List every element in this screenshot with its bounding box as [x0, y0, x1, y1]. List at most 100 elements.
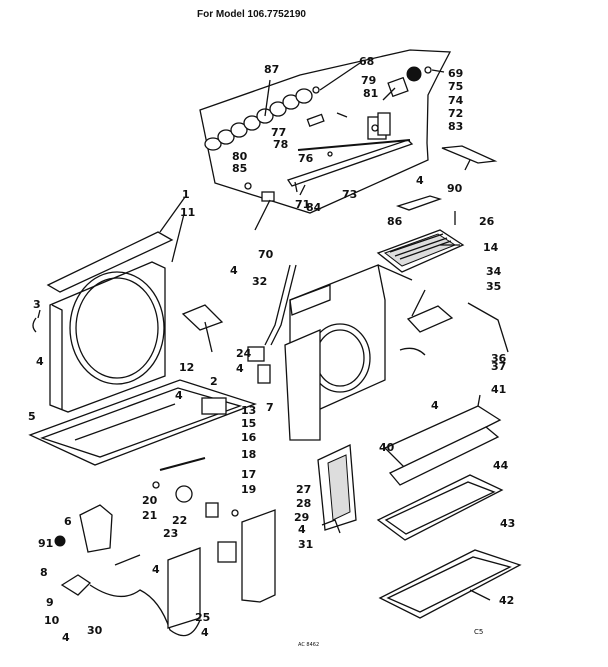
label-90: 90: [447, 182, 463, 195]
label-2: 2: [210, 375, 218, 388]
label-68: 68: [359, 55, 374, 68]
label-37: 37: [491, 360, 506, 373]
label-4d: 4: [175, 389, 183, 402]
label-77: 77: [271, 126, 286, 139]
clip-84: [261, 191, 275, 202]
label-26: 26: [479, 215, 495, 228]
label-79: 79: [361, 74, 376, 87]
label-40: 40: [379, 441, 395, 454]
label-10: 10: [44, 614, 60, 627]
screw-19: [231, 509, 239, 517]
gasket-36: [467, 302, 509, 353]
label-31: 31: [298, 538, 313, 551]
part-90-bracket: [441, 145, 498, 164]
filter-grille-14: [376, 229, 465, 273]
power-cord-30: [89, 584, 201, 637]
rod-32: [264, 264, 291, 346]
label-11: 11: [180, 206, 195, 219]
page-code: C5: [474, 628, 483, 636]
label-76: 76: [298, 152, 314, 165]
panel-35: [406, 305, 454, 333]
label-8: 8: [40, 566, 48, 579]
base-tray-5: [28, 379, 257, 466]
shaft-and-rail: [286, 112, 414, 193]
label-36: 36: [491, 352, 507, 365]
clip-3: [32, 317, 37, 333]
fan-motor-assembly-outline: [199, 49, 452, 214]
label-6: 6: [64, 515, 72, 528]
label-34: 34: [486, 265, 502, 278]
part-91: [54, 535, 66, 547]
label-4e: 4: [152, 563, 160, 576]
label-4i: 4: [431, 399, 439, 412]
bracket-13: [201, 397, 227, 415]
label-71: 71: [295, 198, 310, 211]
label-14: 14: [483, 241, 499, 254]
bracket-28: [241, 509, 276, 603]
diagram-title: For Model 106.7752190: [197, 9, 306, 20]
label-18: 18: [241, 448, 256, 461]
label-12: 12: [179, 361, 194, 374]
label-85: 85: [232, 162, 247, 175]
label-23: 23: [163, 527, 178, 540]
label-81: 81: [363, 87, 378, 100]
label-7: 7: [266, 401, 274, 414]
label-28: 28: [296, 497, 311, 510]
label-43: 43: [500, 517, 515, 530]
label-32: 32: [252, 275, 267, 288]
label-27: 27: [296, 483, 311, 496]
label-20: 20: [142, 494, 158, 507]
label-30: 30: [87, 624, 103, 637]
center-housing-34: [284, 264, 386, 441]
part-29: [321, 519, 341, 534]
label-84: 84: [306, 201, 322, 214]
leader-lines: [37, 62, 491, 601]
part-17: [205, 502, 219, 518]
knob-18: [175, 485, 193, 503]
label-35: 35: [486, 280, 501, 293]
part-24: [247, 346, 265, 362]
label-17: 17: [241, 468, 256, 481]
part-37: [399, 347, 426, 356]
label-4c: 4: [236, 362, 244, 375]
rod-16: [159, 457, 206, 471]
label-25: 25: [195, 611, 210, 624]
label-5: 5: [28, 410, 36, 423]
cord-plug-9: [60, 574, 92, 596]
label-4h: 4: [298, 523, 306, 536]
label-83: 83: [448, 120, 463, 133]
label-19: 19: [241, 483, 256, 496]
label-21: 21: [142, 509, 157, 522]
screw-85: [244, 182, 252, 190]
label-80: 80: [232, 150, 248, 163]
part-86-bracket: [395, 195, 443, 211]
diagram-code: AC 8462: [298, 642, 319, 648]
label-22: 22: [172, 514, 187, 527]
label-24: 24: [236, 347, 252, 360]
motor-assembly: [382, 66, 432, 101]
screw-20: [152, 481, 160, 489]
label-74: 74: [448, 94, 464, 107]
label-15: 15: [241, 417, 256, 430]
fan-blade-row: [204, 86, 320, 151]
bracket-assembly: [367, 112, 391, 140]
label-44: 44: [493, 459, 509, 472]
label-69: 69: [448, 67, 463, 80]
part-7: [257, 364, 271, 384]
tray-44: [388, 426, 500, 486]
label-4g: 4: [201, 626, 209, 639]
part-8: [114, 554, 141, 566]
label-72: 72: [448, 107, 463, 120]
label-73: 73: [342, 188, 357, 201]
pan-43: [376, 474, 504, 541]
label-29: 29: [294, 511, 309, 524]
label-4j: 4: [416, 174, 424, 187]
capacitor-6: [79, 504, 113, 553]
label-41: 41: [491, 383, 506, 396]
label-4b: 4: [230, 264, 238, 277]
label-87: 87: [264, 63, 279, 76]
label-75: 75: [448, 80, 463, 93]
label-78: 78: [273, 138, 288, 151]
